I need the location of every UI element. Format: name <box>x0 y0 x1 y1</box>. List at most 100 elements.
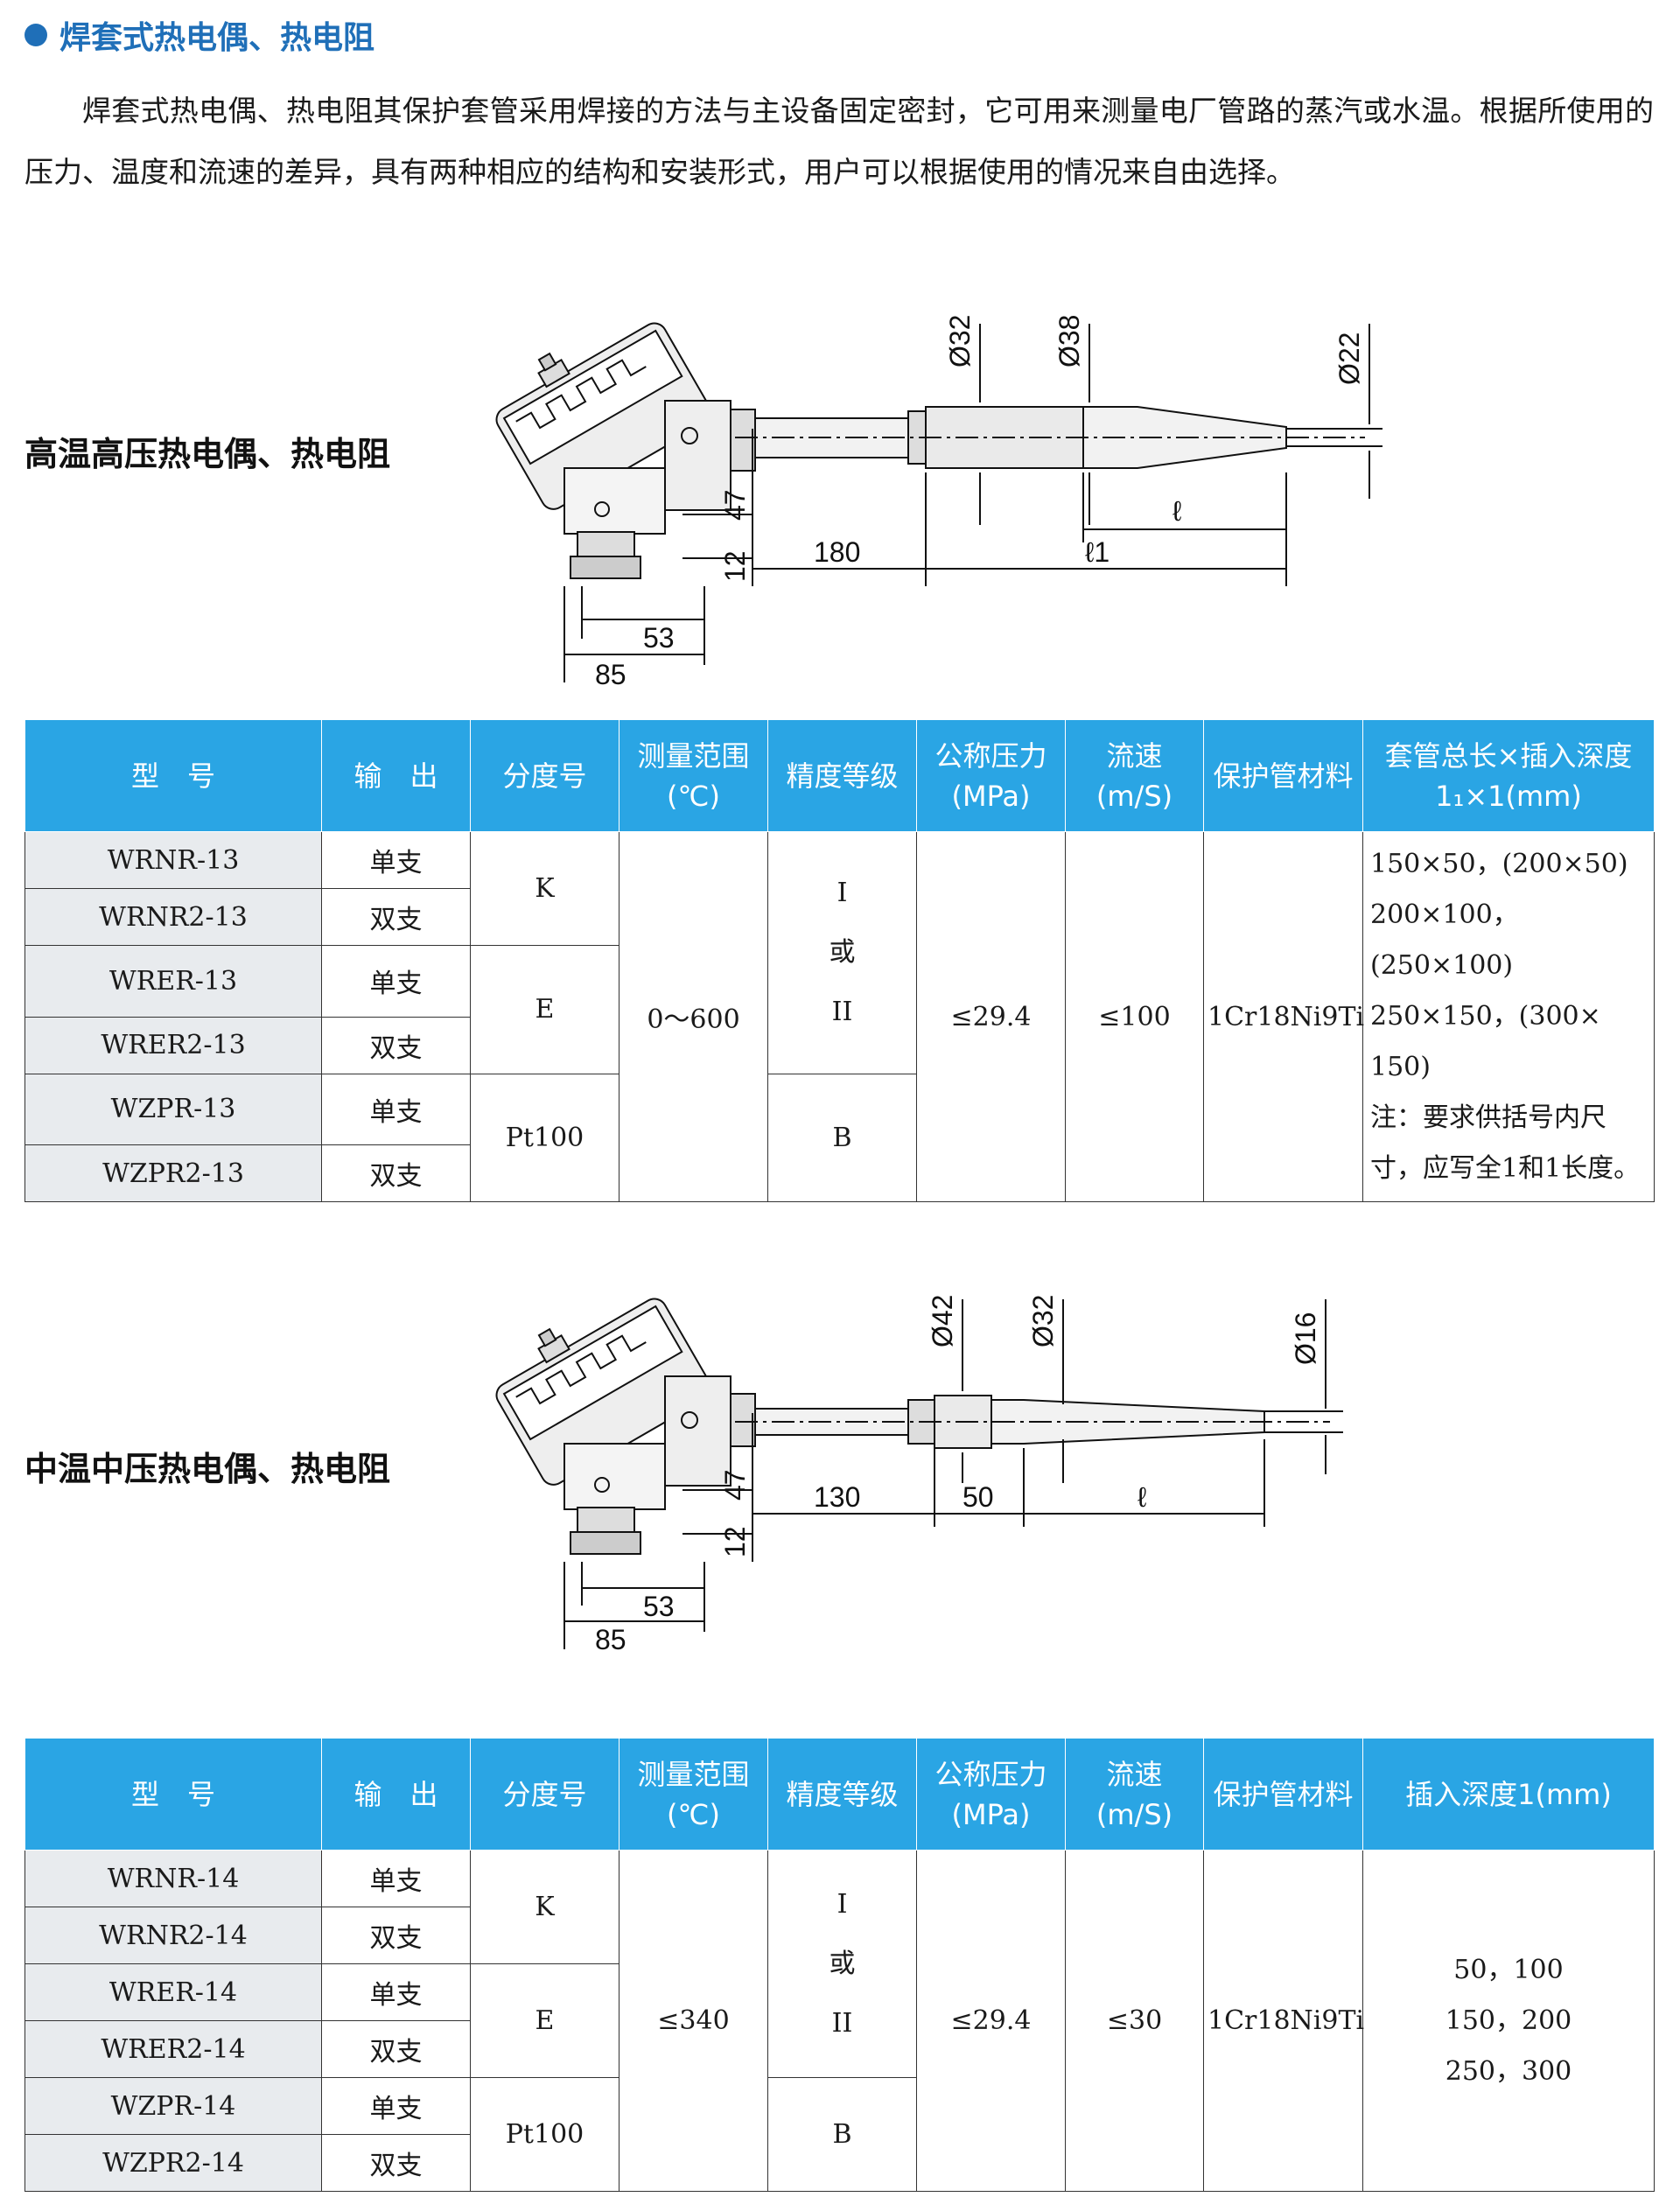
dim-85: 85 <box>595 659 626 690</box>
cell-graduation: Pt100 <box>470 1073 620 1202</box>
th-pressure: 公称压力 (MPa) <box>916 1738 1066 1851</box>
cell-model: WZPR-13 <box>24 1073 322 1145</box>
th-accuracy: 精度等级 <box>767 1738 917 1851</box>
th-velocity: 流速 (m/S) <box>1065 1738 1204 1851</box>
cell-model: WRNR-14 <box>24 1850 322 1907</box>
section2-drawing: Ø42 Ø32 Ø16 47 12 130 50 ℓ 53 85 <box>495 1295 1343 1655</box>
cell-output: 单支 <box>321 2077 471 2135</box>
cell-output: 双支 <box>321 2020 471 2078</box>
cell-graduation: E <box>470 1963 620 2078</box>
dim-d42: Ø42 <box>927 1295 958 1347</box>
dim-d22: Ø22 <box>1334 332 1365 385</box>
size-line: 150×50，(200×50) <box>1370 849 1628 879</box>
dim-l1: ℓ1 <box>1085 536 1110 568</box>
intro-paragraph: 焊套式热电偶、热电阻其保护套管采用焊接的方法与主设备固定密封，它可用来测量电厂管… <box>24 80 1654 203</box>
dim-l: ℓ <box>1172 495 1181 527</box>
cell-model: WRER2-14 <box>24 2020 322 2078</box>
th-model: 型 号 <box>24 1738 322 1851</box>
th-graduation: 分度号 <box>470 719 620 832</box>
th-material: 保护管材料 <box>1203 719 1363 832</box>
th-pressure: 公称压力 (MPa) <box>916 719 1066 832</box>
cell-output: 双支 <box>321 1144 471 1202</box>
intro-text: 焊套式热电偶、热电阻其保护套管采用焊接的方法与主设备固定密封，它可用来测量电厂管… <box>24 94 1654 189</box>
section1-label: 高温高压热电偶、热电阻 <box>24 435 391 473</box>
cell-material: 1Cr18Ni9Ti <box>1203 831 1364 1202</box>
cell-output: 双支 <box>321 1907 471 1964</box>
cell-range: ≤340 <box>619 1850 768 2192</box>
bullet-icon <box>24 24 47 46</box>
cell-velocity: ≤100 <box>1065 831 1204 1202</box>
dim-53: 53 <box>643 622 675 654</box>
cell-accuracy-b: B <box>767 2077 917 2192</box>
cell-pressure: ≤29.4 <box>916 1850 1066 2192</box>
dim-47: 47 <box>719 489 751 521</box>
cell-model: WZPR2-13 <box>24 1144 322 1202</box>
dim-47: 47 <box>719 1469 751 1501</box>
th-accuracy: 精度等级 <box>767 719 917 832</box>
th-depth: 插入深度1(mm) <box>1362 1738 1655 1851</box>
dim-85: 85 <box>595 1624 626 1655</box>
cell-model: WRNR2-14 <box>24 1907 322 1964</box>
cell-model: WRNR2-13 <box>24 888 322 946</box>
cell-output: 双支 <box>321 2134 471 2192</box>
cell-output: 双支 <box>321 1016 471 1074</box>
dim-12: 12 <box>719 550 751 582</box>
dim-l: ℓ <box>1138 1481 1146 1513</box>
cell-accuracy: I 或 II <box>767 1850 917 2078</box>
cell-accuracy-b: B <box>767 1073 917 1202</box>
cell-accuracy: I 或 II <box>767 831 917 1074</box>
th-range: 测量范围 (℃) <box>619 1738 768 1851</box>
th-material: 保护管材料 <box>1203 1738 1363 1851</box>
th-output: 输 出 <box>321 719 471 832</box>
cell-graduation: K <box>470 1850 620 1964</box>
cell-model: WRER2-13 <box>24 1016 322 1074</box>
dim-50: 50 <box>962 1481 994 1513</box>
cell-graduation: Pt100 <box>470 2077 620 2192</box>
cell-sizes: 150×50，(200×50) 200×100，(250×100) 250×15… <box>1362 831 1655 1202</box>
size-line: 250×150，(300× <box>1370 1001 1601 1032</box>
dim-53: 53 <box>643 1591 675 1622</box>
junction-head <box>495 322 712 510</box>
cell-model: WZPR2-14 <box>24 2134 322 2192</box>
dim-d32: Ø32 <box>944 315 976 367</box>
cell-model: WRNR-13 <box>24 831 322 889</box>
th-velocity: 流速 (m/S) <box>1065 719 1204 832</box>
cell-depths: 50，100 150，200 250，300 <box>1362 1850 1655 2192</box>
cell-output: 单支 <box>321 831 471 889</box>
dim-d16: Ø16 <box>1290 1312 1321 1365</box>
cell-output: 双支 <box>321 888 471 946</box>
section1-spec-table: 型 号 输 出 分度号 测量范围 (℃) 精度等级 公称压力 (MPa) 流速 … <box>24 719 1655 1202</box>
size-line: 200×100，(250×100) <box>1370 899 1519 981</box>
cell-material: 1Cr18Ni9Ti <box>1203 1850 1364 2192</box>
size-line: 150) <box>1370 1052 1431 1082</box>
cell-output: 单支 <box>321 1963 471 2021</box>
section-title-text: 焊套式热电偶、热电阻 <box>60 20 375 56</box>
th-sizes: 套管总长×插入深度 1₁×1(mm) <box>1362 719 1655 832</box>
cell-model: WRER-13 <box>24 945 322 1018</box>
th-range: 测量范围 (℃) <box>619 719 768 832</box>
dim-130: 130 <box>814 1481 860 1513</box>
th-model: 型 号 <box>24 719 322 832</box>
th-output: 输 出 <box>321 1738 471 1851</box>
section1-drawing: Ø32 Ø38 Ø22 47 12 180 ℓ1 ℓ 53 85 <box>495 315 1382 690</box>
section2-label: 中温中压热电偶、热电阻 <box>24 1450 391 1488</box>
size-note: 寸，应写全1和1长度。 <box>1370 1153 1641 1184</box>
cell-pressure: ≤29.4 <box>916 831 1066 1202</box>
size-note: 注：要求供括号内尺 <box>1370 1102 1606 1133</box>
dim-d38: Ø38 <box>1054 315 1085 367</box>
cell-graduation: K <box>470 831 620 946</box>
cell-model: WZPR-14 <box>24 2077 322 2135</box>
cell-output: 单支 <box>321 945 471 1018</box>
dim-d32: Ø32 <box>1027 1295 1059 1347</box>
section2-spec-table: 型 号 输 出 分度号 测量范围 (℃) 精度等级 公称压力 (MPa) 流速 … <box>24 1738 1655 2192</box>
dim-12: 12 <box>719 1526 751 1557</box>
cell-output: 单支 <box>321 1073 471 1145</box>
section-heading: 焊套式热电偶、热电阻 <box>24 12 374 58</box>
cell-output: 单支 <box>321 1850 471 1907</box>
th-graduation: 分度号 <box>470 1738 620 1851</box>
cell-range: 0～600 <box>619 831 768 1202</box>
cell-velocity: ≤30 <box>1065 1850 1204 2192</box>
dim-180: 180 <box>814 536 860 568</box>
cell-model: WRER-14 <box>24 1963 322 2021</box>
cell-graduation: E <box>470 945 620 1074</box>
